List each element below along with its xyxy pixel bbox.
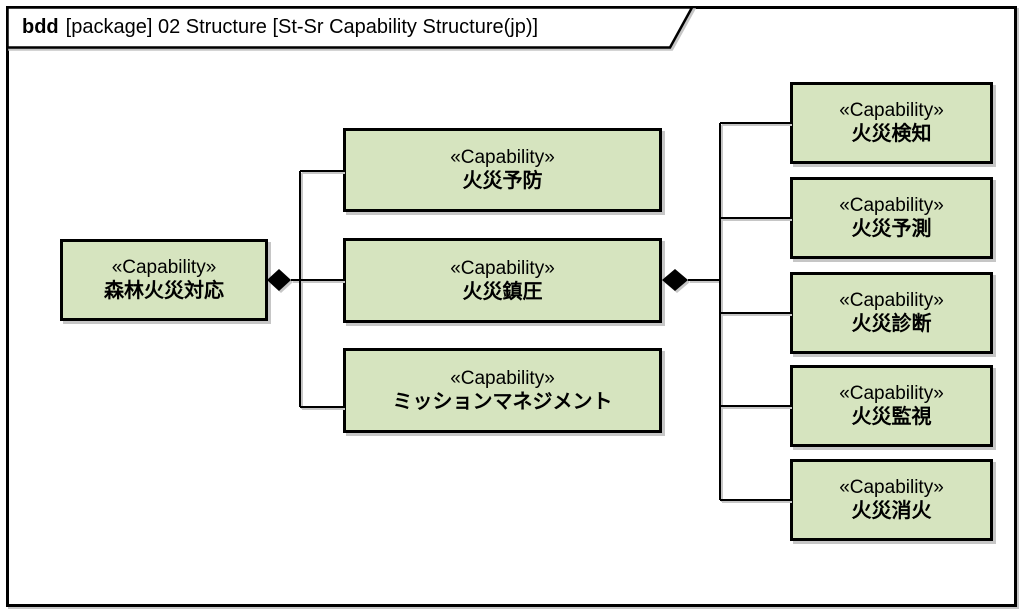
block-stereotype: «Capability» [839, 290, 944, 312]
block-fire-extinguishing[interactable]: «Capability» 火災消火 [790, 459, 993, 541]
block-name: 火災鎮圧 [462, 280, 543, 303]
block-fire-detection[interactable]: «Capability» 火災検知 [790, 82, 993, 164]
block-name: 火災予測 [851, 218, 932, 241]
block-name: 火災消火 [851, 500, 932, 523]
frame-title-text: [package] 02 Structure [St-Sr Capability… [65, 16, 539, 38]
block-fire-monitoring[interactable]: «Capability» 火災監視 [790, 365, 993, 447]
block-forest-fire-response[interactable]: «Capability» 森林火災対応 [60, 239, 268, 321]
block-stereotype: «Capability» [839, 477, 944, 499]
block-name: 火災検知 [851, 123, 932, 146]
block-fire-prevention[interactable]: «Capability» 火災予防 [343, 128, 662, 212]
block-name: 火災監視 [851, 406, 932, 429]
block-stereotype: «Capability» [450, 257, 555, 279]
block-name: 森林火災対応 [104, 280, 224, 303]
block-name: 火災予防 [462, 170, 543, 193]
block-stereotype: «Capability» [839, 100, 944, 122]
block-name: ミッションマネジメント [392, 390, 613, 413]
block-mission-management[interactable]: «Capability» ミッションマネジメント [343, 348, 662, 433]
block-stereotype: «Capability» [839, 195, 944, 217]
block-name: 火災診断 [851, 313, 932, 336]
block-fire-prediction[interactable]: «Capability» 火災予測 [790, 177, 993, 259]
block-fire-suppression[interactable]: «Capability» 火災鎮圧 [343, 238, 662, 323]
frame-keyword: bdd [22, 16, 59, 38]
block-stereotype: «Capability» [450, 147, 555, 169]
block-fire-diagnosis[interactable]: «Capability» 火災診断 [790, 272, 993, 354]
block-stereotype: «Capability» [111, 257, 217, 279]
block-stereotype: «Capability» [839, 383, 944, 405]
block-stereotype: «Capability» [450, 367, 555, 389]
frame-title: bdd [package] 02 Structure [St-Sr Capabil… [22, 16, 538, 39]
